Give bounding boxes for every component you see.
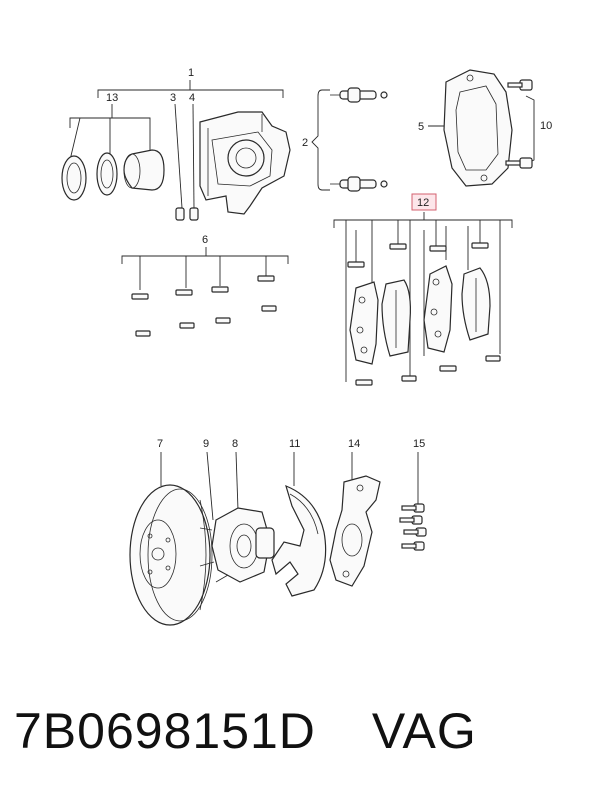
callout-14: 14 <box>348 438 360 450</box>
footer-caption: 7B0698151D VAG <box>14 702 594 782</box>
bolt-3 <box>403 527 427 537</box>
splash-shield <box>271 484 327 597</box>
guide-pins-group: 2 <box>302 87 388 192</box>
callout-3: 3 <box>170 92 176 104</box>
guide-pin-top <box>330 87 388 103</box>
callout-13: 13 <box>106 92 118 104</box>
piston <box>123 149 165 191</box>
disc-group: 7 <box>129 438 213 626</box>
carrier-bolts-group: 10 <box>505 79 552 169</box>
splash-shield-group: 11 <box>271 438 327 597</box>
callout-11: 11 <box>289 438 300 450</box>
wheel-bearing <box>255 527 275 559</box>
callout-15: 15 <box>413 438 425 450</box>
carrier-bolt-bottom <box>505 157 533 169</box>
bolt-2 <box>399 515 423 525</box>
callout-12: 12 <box>417 197 429 209</box>
callout-2: 2 <box>302 137 308 149</box>
callout-9: 9 <box>203 438 209 450</box>
bleed-screw <box>175 207 185 221</box>
callout-10: 10 <box>540 120 552 132</box>
brand-label: VAG <box>371 703 477 759</box>
brake-pad-2 <box>381 279 411 357</box>
caliper-group: 1 13 3 4 <box>61 67 291 221</box>
callout-8: 8 <box>232 438 238 450</box>
callout-6: 6 <box>202 234 208 246</box>
seal-ring-outer <box>61 155 87 201</box>
hub-group: 9 8 <box>199 438 275 583</box>
clips-group: 6 <box>121 234 289 337</box>
wheel-hub <box>211 507 271 583</box>
steering-knuckle <box>329 475 381 587</box>
part-number: 7B0698151D <box>14 703 316 759</box>
bolt-1 <box>401 503 425 513</box>
seal-ring-inner <box>96 152 118 196</box>
carrier-bracket <box>443 69 513 187</box>
clip-2 <box>175 289 195 329</box>
pads-group: 12 <box>333 193 513 386</box>
brake-disc <box>129 484 211 626</box>
brake-assembly-diagram: 1 13 3 4 2 <box>61 67 552 626</box>
callout-1: 1 <box>188 67 194 79</box>
callout-12-highlight <box>411 193 437 211</box>
bolt-4 <box>401 541 425 551</box>
brake-pad-4 <box>461 267 491 341</box>
carrier-group: 5 <box>418 69 513 187</box>
bracket-1 <box>97 80 284 98</box>
cap <box>189 207 199 221</box>
guide-pin-bottom <box>330 176 388 192</box>
bracket-13 <box>69 104 151 161</box>
bolts-group: 15 <box>399 438 427 551</box>
knuckle-group: 14 <box>329 438 381 587</box>
callout-5: 5 <box>418 121 424 133</box>
clip-4 <box>257 275 277 312</box>
callout-7: 7 <box>157 438 163 450</box>
callout-4: 4 <box>189 92 195 104</box>
clip-3 <box>211 286 231 324</box>
brake-pad-1 <box>349 281 379 365</box>
brake-pad-3 <box>423 265 453 353</box>
clip-1 <box>131 293 151 337</box>
carrier-bolt-top <box>507 79 533 91</box>
